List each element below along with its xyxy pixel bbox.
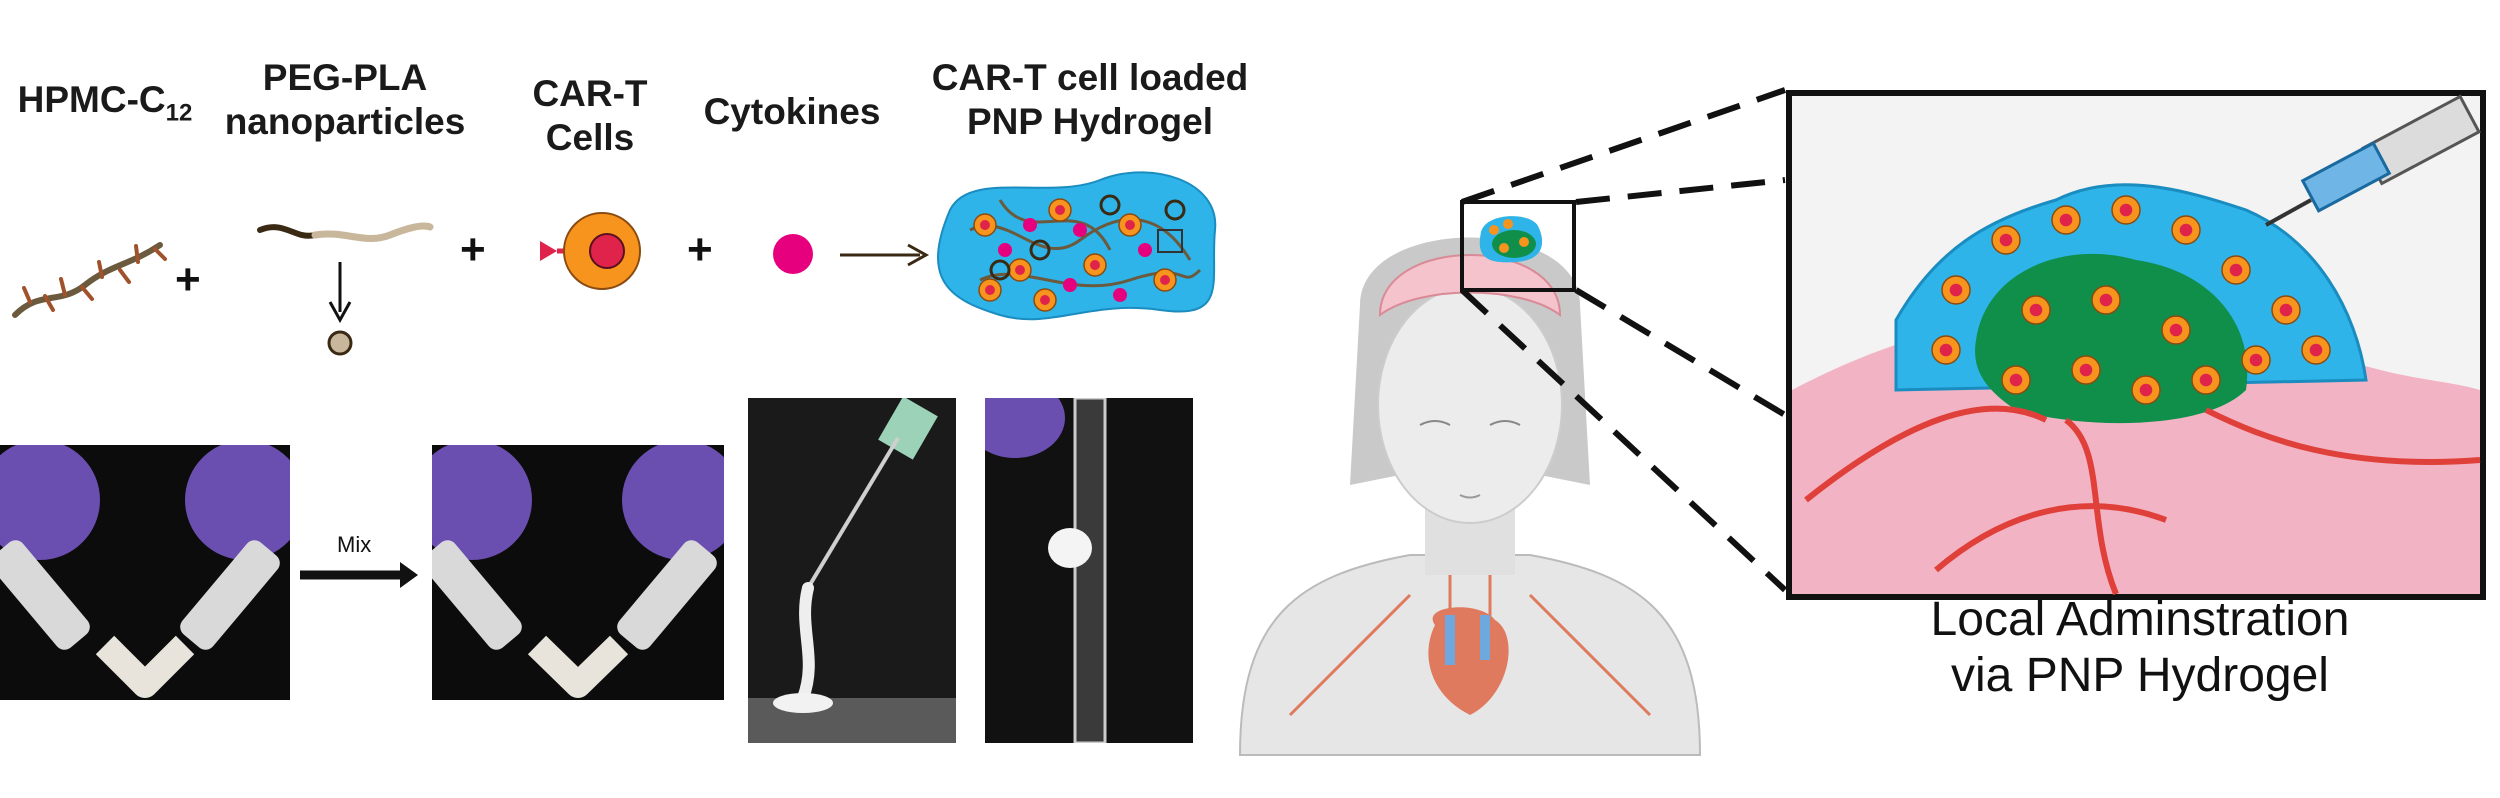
cell-nucleus-mark (2140, 384, 2153, 397)
cell-nucleus-mark (2000, 234, 2013, 247)
loaded-hydrogel-icon (930, 170, 1230, 330)
cytokine-mark (1073, 223, 1087, 237)
mix-arrow-icon (300, 560, 420, 590)
cell-nucleus-mark (1160, 275, 1170, 285)
cell-nucleus-mark (1125, 220, 1135, 230)
cell-nucleus-mark (2010, 374, 2023, 387)
zoom-panel-illustration (1786, 90, 2486, 600)
cell-nucleus-mark (985, 285, 995, 295)
label-car-t-cells: CAR-T Cells (500, 72, 680, 160)
car-t-cell-icon (535, 205, 645, 305)
cell-nucleus-mark (2100, 294, 2113, 307)
hpmc-polymer-icon (10, 230, 170, 330)
plus-sign-3: + (687, 228, 713, 272)
cell-nucleus-mark (2170, 324, 2183, 337)
cytokine-mark (1113, 288, 1127, 302)
inverted-vial-image (985, 398, 1193, 743)
cell-nucleus-mark (2120, 204, 2133, 217)
label-loaded-hydrogel: CAR-T cell loaded PNP Hydrogel (910, 56, 1270, 144)
cytokine-mark (1063, 278, 1077, 292)
administration-caption: Local Adminstration via PNP Hydrogel (1850, 592, 2430, 704)
cell-nucleus-mark (2060, 214, 2073, 227)
cell-nucleus-mark (2200, 374, 2213, 387)
cell-nucleus-mark (2310, 344, 2323, 357)
nanoparticle-icon (325, 328, 355, 358)
cell-nucleus-mark (1950, 284, 1963, 297)
syringes-after-mix-photo (432, 445, 724, 700)
label-hpmc: HPMC-C12 (0, 78, 210, 135)
cell-nucleus-mark (1015, 265, 1025, 275)
label-cytokines: Cytokines (692, 90, 892, 134)
cytokine-mark (998, 243, 1012, 257)
cell-nucleus-mark (1055, 205, 1065, 215)
cell-nucleus-mark (980, 220, 990, 230)
right-arrow-icon (840, 240, 930, 270)
cell-nucleus-mark (2280, 304, 2293, 317)
cell-nucleus-mark (1940, 344, 1953, 357)
label-peg-pla: PEG-PLA nanoparticles (210, 56, 480, 144)
syringe-pair-mixed-image (432, 445, 724, 700)
mix-label: Mix (337, 532, 371, 558)
vial-inversion-photo (985, 398, 1193, 743)
cell-nucleus-mark (1090, 260, 1100, 270)
needle-injection-photo (748, 398, 956, 743)
plus-sign-2: + (460, 228, 486, 272)
syringes-before-mix-photo (0, 445, 290, 700)
cell-nucleus-mark (2250, 354, 2263, 367)
down-arrow-icon (325, 262, 355, 322)
cell-nucleus-mark (2180, 224, 2193, 237)
cytokine-icon (771, 232, 815, 276)
cytokine-mark (1138, 243, 1152, 257)
zoom-connector-lines (1460, 85, 1790, 595)
cell-nucleus-mark (1040, 295, 1050, 305)
cell-nucleus-mark (2080, 364, 2093, 377)
cytokine-mark (1023, 218, 1037, 232)
plus-sign-1: + (175, 258, 201, 302)
cell-nucleus-mark (2030, 304, 2043, 317)
syringe-pair-image (0, 445, 290, 700)
needle-extrusion-image (748, 398, 956, 743)
cell-nucleus-mark (2230, 264, 2243, 277)
